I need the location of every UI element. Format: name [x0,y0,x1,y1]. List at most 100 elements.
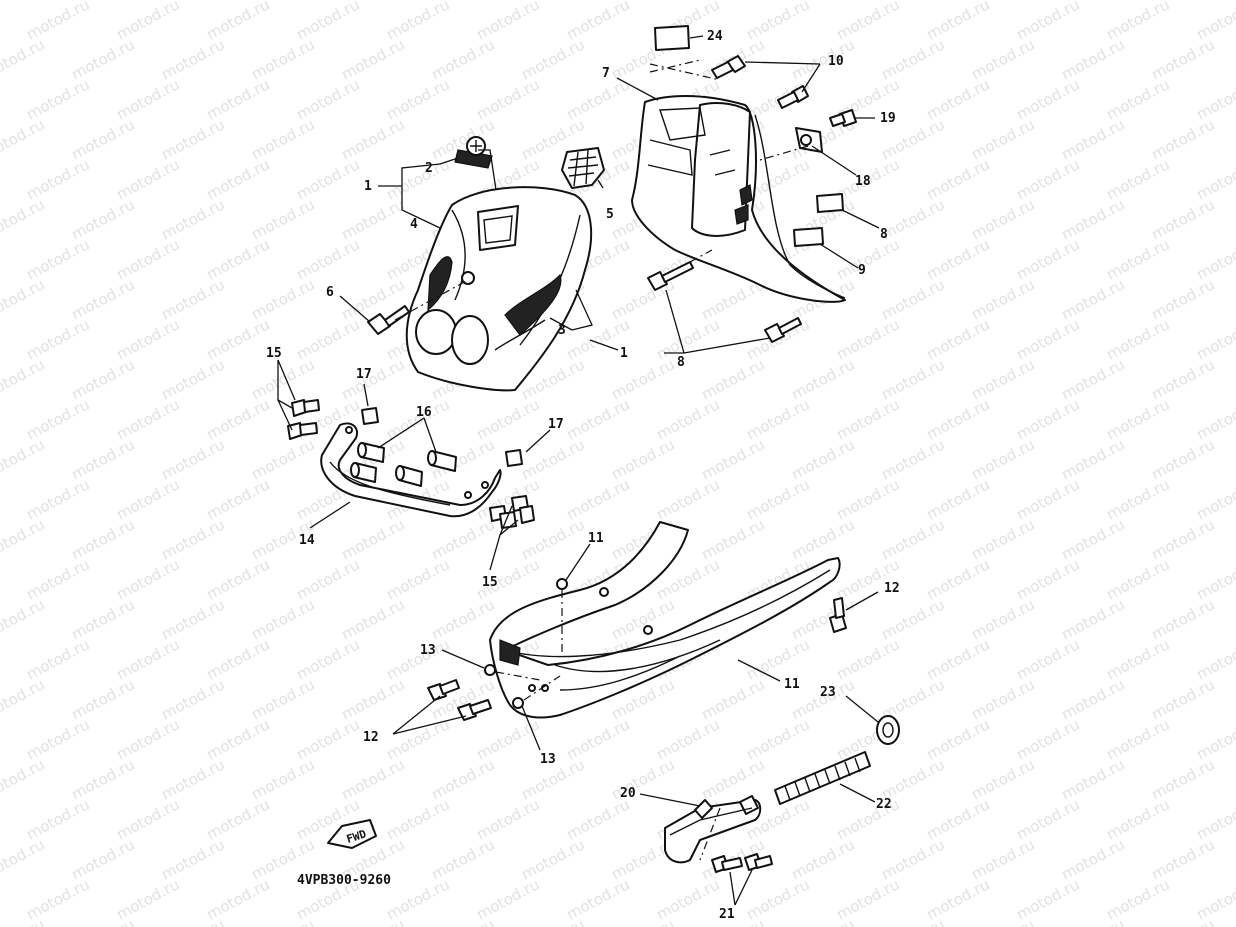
watermark-text: motod.ru [0,195,48,243]
bolt-19 [829,109,857,127]
watermark-text: motod.ru [158,195,227,243]
watermark-text: motod.ru [428,755,497,803]
callout-15-upper: 15 [266,346,282,361]
watermark-text: motod.ru [293,715,362,763]
nut-13a [484,664,496,676]
callout-6: 6 [326,285,334,300]
watermark-text: motod.ru [833,555,902,603]
watermark-text: motod.ru [923,315,992,363]
watermark-text: motod.ru [923,155,992,203]
callout-2: 2 [425,161,433,176]
watermark-text: motod.ru [293,0,362,44]
watermark-text: motod.ru [203,235,272,283]
watermark-text: motod.ru [23,155,92,203]
watermark-text: motod.ru [1103,875,1172,923]
watermark-text: motod.ru [23,235,92,283]
watermark-text: motod.ru [158,115,227,163]
callout-13-lower: 13 [540,752,556,767]
watermark-text: motod.ru [923,75,992,123]
watermark-text: motod.ru [113,715,182,763]
callout-5: 5 [606,207,614,222]
watermark-text: motod.ru [878,355,947,403]
watermark-text: motod.ru [68,35,137,83]
watermark-text: motod.ru [923,395,992,443]
watermark-text: motod.ru [0,395,3,443]
watermark-text: motod.ru [68,675,137,723]
watermark-text: motod.ru [968,435,1037,483]
watermark-text: motod.ru [248,915,317,927]
watermark-text: motod.ru [383,635,452,683]
watermark-text: motod.ru [743,395,812,443]
watermark-text: motod.ru [743,715,812,763]
watermark-text: motod.ru [203,155,272,203]
watermark-text: motod.ru [203,715,272,763]
watermark-text: motod.ru [0,675,48,723]
watermark-text: motod.ru [743,875,812,923]
watermark-text: motod.ru [383,555,452,603]
watermark-text: motod.ru [0,715,3,763]
watermark-text: motod.ru [563,75,632,123]
watermark-text: motod.ru [1193,235,1236,283]
watermark-text: motod.ru [248,435,317,483]
watermark-text: motod.ru [1013,635,1082,683]
watermark-text: motod.ru [923,235,992,283]
watermark-text: motod.ru [1103,475,1172,523]
watermark-text: motod.ru [968,915,1037,927]
watermark-text: motod.ru [473,395,542,443]
watermark-text: motod.ru [653,475,722,523]
callout-20: 20 [620,786,636,801]
watermark-text: motod.ru [1058,915,1127,927]
diagram-code: 4VPB300-9260 [297,873,391,888]
watermark-text: motod.ru [1013,395,1082,443]
watermark-text: motod.ru [788,515,857,563]
watermark-text: motod.ru [68,115,137,163]
watermark-text: motod.ru [1193,155,1236,203]
watermark-text: motod.ru [1103,0,1172,44]
watermark-text: motod.ru [0,275,48,323]
watermark-text: motod.ru [1058,595,1127,643]
watermark-text: motod.ru [833,315,902,363]
reflector-part [561,147,605,189]
screw-12b [427,679,460,701]
fwd-arrow: FWD [327,819,377,849]
callout-15-lower: 15 [482,575,498,590]
watermark-text: motod.ru [203,0,272,44]
watermark-text: motod.ru [1148,755,1217,803]
watermark-text: motod.ru [563,395,632,443]
callout-8-upper: 8 [880,227,888,242]
watermark-text: motod.ru [248,755,317,803]
watermark-text: motod.ru [0,115,48,163]
collar-16b [427,450,457,472]
watermark-text: motod.ru [23,75,92,123]
callout-1-upper: 1 [364,179,372,194]
watermark-text: motod.ru [1148,195,1217,243]
watermark-text: motod.ru [113,75,182,123]
watermark-text: motod.ru [203,555,272,603]
watermark-text: motod.ru [383,0,452,44]
watermark-text: motod.ru [0,875,3,923]
watermark-text: motod.ru [698,435,767,483]
watermark-text: motod.ru [158,595,227,643]
watermark-text: motod.ru [608,755,677,803]
watermark-text: motod.ru [1193,875,1236,923]
callout-23: 23 [820,685,836,700]
watermark-text: motod.ru [1148,435,1217,483]
watermark-text: motod.ru [113,635,182,683]
watermark-text: motod.ru [293,155,362,203]
watermark-text: motod.ru [248,275,317,323]
watermark-text: motod.ru [338,755,407,803]
callout-14: 14 [299,533,315,548]
watermark-text: motod.ru [518,915,587,927]
watermark-text: motod.ru [968,275,1037,323]
watermark-text: motod.ru [1193,75,1236,123]
watermark-text: motod.ru [338,195,407,243]
watermark-text: motod.ru [1058,115,1127,163]
bolt-21b [744,853,773,871]
watermark-text: motod.ru [1148,35,1217,83]
watermark-text: motod.ru [203,475,272,523]
watermark-text: motod.ru [563,715,632,763]
watermark-text: motod.ru [158,515,227,563]
watermark-text: motod.ru [968,675,1037,723]
watermark-text: motod.ru [158,35,227,83]
watermark-text: motod.ru [653,715,722,763]
